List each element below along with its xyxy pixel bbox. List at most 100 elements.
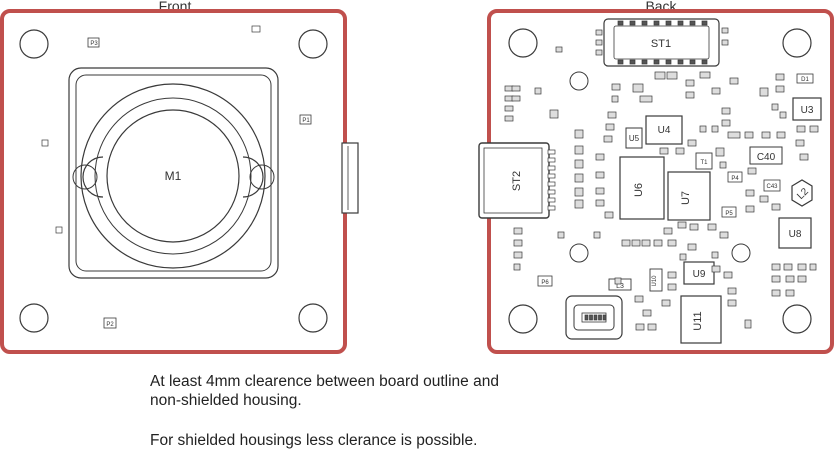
smd-component (796, 125, 806, 133)
front-board: Front M1 P3 P1 P2 (0, 0, 359, 354)
back-label-u7: U7 (680, 191, 692, 205)
smd-component (639, 95, 653, 103)
smd-component (611, 95, 619, 103)
back-mounting-hole-br (782, 304, 812, 334)
back-via-hole (569, 71, 589, 91)
smd-component (721, 27, 729, 34)
smd-component (797, 275, 807, 283)
usb-pin (593, 314, 598, 321)
smd-component (797, 263, 807, 271)
front-smd-pad (55, 226, 63, 234)
front-mounting-hole-tr (298, 29, 328, 59)
back-label-u3: U3 (801, 105, 814, 116)
smd-component (679, 253, 687, 261)
smd-component (689, 223, 699, 231)
smd-component (809, 263, 817, 271)
back-label-u9: U9 (693, 269, 706, 280)
back-label-u11: U11 (692, 311, 704, 330)
st1-pin (653, 20, 660, 26)
smd-component (711, 251, 719, 259)
smd-component (771, 275, 781, 283)
st1-pin (689, 59, 696, 65)
smd-component (785, 289, 795, 297)
st1-pin (641, 20, 648, 26)
back-board: Back ST1 ST2 U4 U5 U6 U7 U3 U8 U9 (478, 0, 834, 354)
smd-component (771, 263, 781, 271)
smd-component (574, 129, 584, 139)
st1-pin (689, 20, 696, 26)
smd-component (534, 87, 542, 95)
st2-pin (547, 189, 556, 195)
ic-u4 (645, 115, 683, 145)
smd-component (659, 147, 669, 155)
back-label-u5: U5 (629, 134, 640, 143)
lens-ring-inner (106, 109, 240, 243)
smd-component (511, 95, 521, 102)
smd-component (621, 239, 631, 247)
smd-component (776, 131, 786, 139)
smd-component (687, 139, 697, 147)
pad-p6 (537, 275, 553, 287)
inductor-l2 (791, 179, 813, 207)
back-via-hole (731, 243, 751, 263)
smd-component (574, 145, 584, 155)
back-label-st1: ST1 (651, 38, 671, 50)
smd-component (574, 199, 584, 209)
back-label-d1: D1 (801, 77, 809, 83)
back-mounting-hole-tr (782, 28, 812, 58)
smd-component (595, 171, 605, 179)
st2-pin (547, 197, 556, 203)
smd-component (574, 187, 584, 197)
smd-component (699, 71, 711, 79)
smd-component (511, 85, 521, 92)
smd-component (654, 71, 666, 80)
st1-pin (629, 20, 636, 26)
lens-ear-left (82, 156, 104, 198)
smd-component (504, 105, 514, 112)
front-smd-pad (251, 25, 261, 33)
smd-component (711, 125, 719, 133)
st1-pin (677, 20, 684, 26)
smd-component (727, 131, 741, 139)
diode-d1 (796, 73, 814, 84)
front-label-m1: M1 (165, 169, 182, 183)
back-label-u8: U8 (789, 229, 802, 240)
pad-p5 (721, 206, 737, 218)
st1-pin (617, 20, 624, 26)
smd-component (595, 49, 603, 56)
smd-component (595, 29, 603, 36)
smd-component (607, 111, 617, 119)
st2-pin (547, 157, 556, 163)
front-mounting-hole-bl (19, 303, 49, 333)
smd-component (744, 319, 752, 329)
smd-component (707, 223, 717, 231)
back-label-c43: C43 (766, 184, 778, 190)
st1-pin (677, 59, 684, 65)
back-mounting-hole-bl (508, 304, 538, 334)
st1-pin (701, 20, 708, 26)
smd-component (795, 139, 805, 147)
smd-component (771, 103, 779, 111)
smd-component (513, 239, 523, 247)
st1-pin (665, 59, 672, 65)
smd-component (779, 111, 787, 119)
front-mounting-hole-br (298, 303, 328, 333)
smd-component (721, 39, 729, 46)
smd-component (513, 251, 523, 259)
smd-component (719, 231, 729, 239)
smd-component (677, 221, 687, 229)
smd-component (595, 187, 605, 195)
st1-pin (665, 20, 672, 26)
smd-component (557, 231, 565, 239)
ic-u7 (667, 171, 711, 221)
ic-u10 (649, 268, 663, 292)
smd-component (687, 243, 697, 251)
smd-component (721, 107, 731, 115)
smd-component (605, 123, 615, 131)
smd-component (614, 277, 622, 285)
smd-component (603, 135, 613, 143)
smd-component (799, 153, 809, 161)
smd-component (723, 271, 733, 279)
usb-pin (589, 314, 593, 321)
